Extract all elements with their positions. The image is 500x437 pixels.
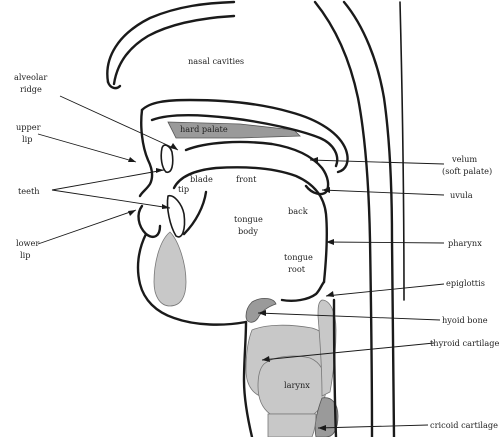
nasal-inner-contour (112, 14, 236, 86)
neck-front-contour (242, 320, 254, 437)
label-pharynx: pharynx (448, 238, 482, 248)
oral-roof-line (184, 140, 330, 196)
label-lower-lip-2: lip (20, 250, 30, 260)
arrowhead-epiglottis (326, 291, 334, 297)
label-hyoid-bone: hyoid bone (442, 315, 488, 325)
pointer-lower-lip (37, 209, 137, 245)
pointer-teeth-lower (51, 189, 171, 209)
arrowhead-pharynx (326, 239, 334, 245)
pointer-teeth-upper (51, 169, 165, 191)
hard-palate-fill (167, 121, 301, 139)
pointer-epiglottis (325, 283, 445, 297)
label-epiglottis: epiglottis (446, 278, 485, 288)
label-tongue-body-2: body (238, 226, 258, 236)
label-blade: blade (190, 174, 213, 184)
palate-lower-contour (150, 114, 339, 168)
posterior-pharyngeal-wall-outer (313, 0, 374, 437)
label-velum-1: velum (451, 154, 477, 164)
epiglottis-contour (280, 280, 326, 302)
arrowhead-hyoid-bone (258, 310, 266, 316)
tongue-surface (172, 166, 329, 284)
jaw-outer-contour (136, 232, 248, 326)
arrowhead-uvula (322, 187, 330, 193)
label-hard-palate: hard palate (180, 124, 228, 134)
label-alveolar-ridge-2: ridge (20, 84, 42, 94)
label-upper-lip-2: lip (22, 134, 32, 144)
label-tongue-body-1: tongue (234, 214, 263, 224)
arrowhead-thyroid-cartilage (262, 356, 270, 362)
trachea-shape (267, 413, 317, 437)
arrowhead-teeth-upper (156, 168, 164, 173)
label-thyroid-cartilage: thyroid cartilage (430, 338, 500, 348)
label-cricoid-cartilage: cricoid cartilage (430, 420, 498, 430)
pointer-cricoid-cartilage (317, 424, 429, 429)
mandible-fill (153, 231, 187, 307)
pointer-hyoid-bone (257, 312, 441, 321)
mouth-floor-contour (182, 190, 208, 236)
label-nasal-cavities: nasal cavities (188, 56, 244, 66)
upper-lip-contour (138, 108, 154, 198)
rear-spine-line (399, 1, 405, 301)
nasal-tip-curl (106, 80, 122, 90)
pointer-upper-lip (37, 133, 137, 163)
pointer-uvula (321, 189, 445, 196)
palate-upper-contour (140, 98, 349, 174)
arrowhead-teeth-lower (162, 204, 170, 209)
upper-tooth (160, 144, 174, 174)
label-uvula: uvula (450, 190, 473, 200)
label-teeth: teeth (18, 186, 40, 196)
pointer-alveolar-ridge (59, 95, 179, 151)
nasal-outer-contour (106, 0, 236, 84)
lower-lip-contour (137, 204, 162, 238)
arrowhead-upper-lip (128, 157, 136, 162)
pointer-pharynx (325, 241, 445, 244)
lower-tooth (166, 194, 186, 238)
label-tip: tip (178, 184, 189, 194)
label-front: front (236, 174, 257, 184)
label-tongue-root-2: root (288, 264, 306, 274)
hyoid-bone-shape (245, 298, 277, 323)
arrowhead-lower-lip (128, 210, 136, 216)
arrowhead-alveolar-ridge (170, 143, 178, 150)
trachea-front-contour (332, 298, 338, 437)
pointer-thyroid-cartilage (261, 342, 435, 361)
label-upper-lip-1: upper (16, 122, 41, 132)
label-back: back (288, 206, 309, 216)
label-alveolar-ridge-1: alveolar (14, 72, 47, 82)
arrowhead-cricoid-cartilage (318, 425, 326, 431)
pointer-velum (309, 159, 445, 165)
label-lower-lip-1: lower (16, 238, 39, 248)
label-velum-2: (soft palate) (442, 166, 492, 176)
label-larynx: larynx (284, 380, 310, 390)
arrowhead-velum (310, 157, 318, 163)
label-tongue-root-1: tongue (284, 252, 313, 262)
